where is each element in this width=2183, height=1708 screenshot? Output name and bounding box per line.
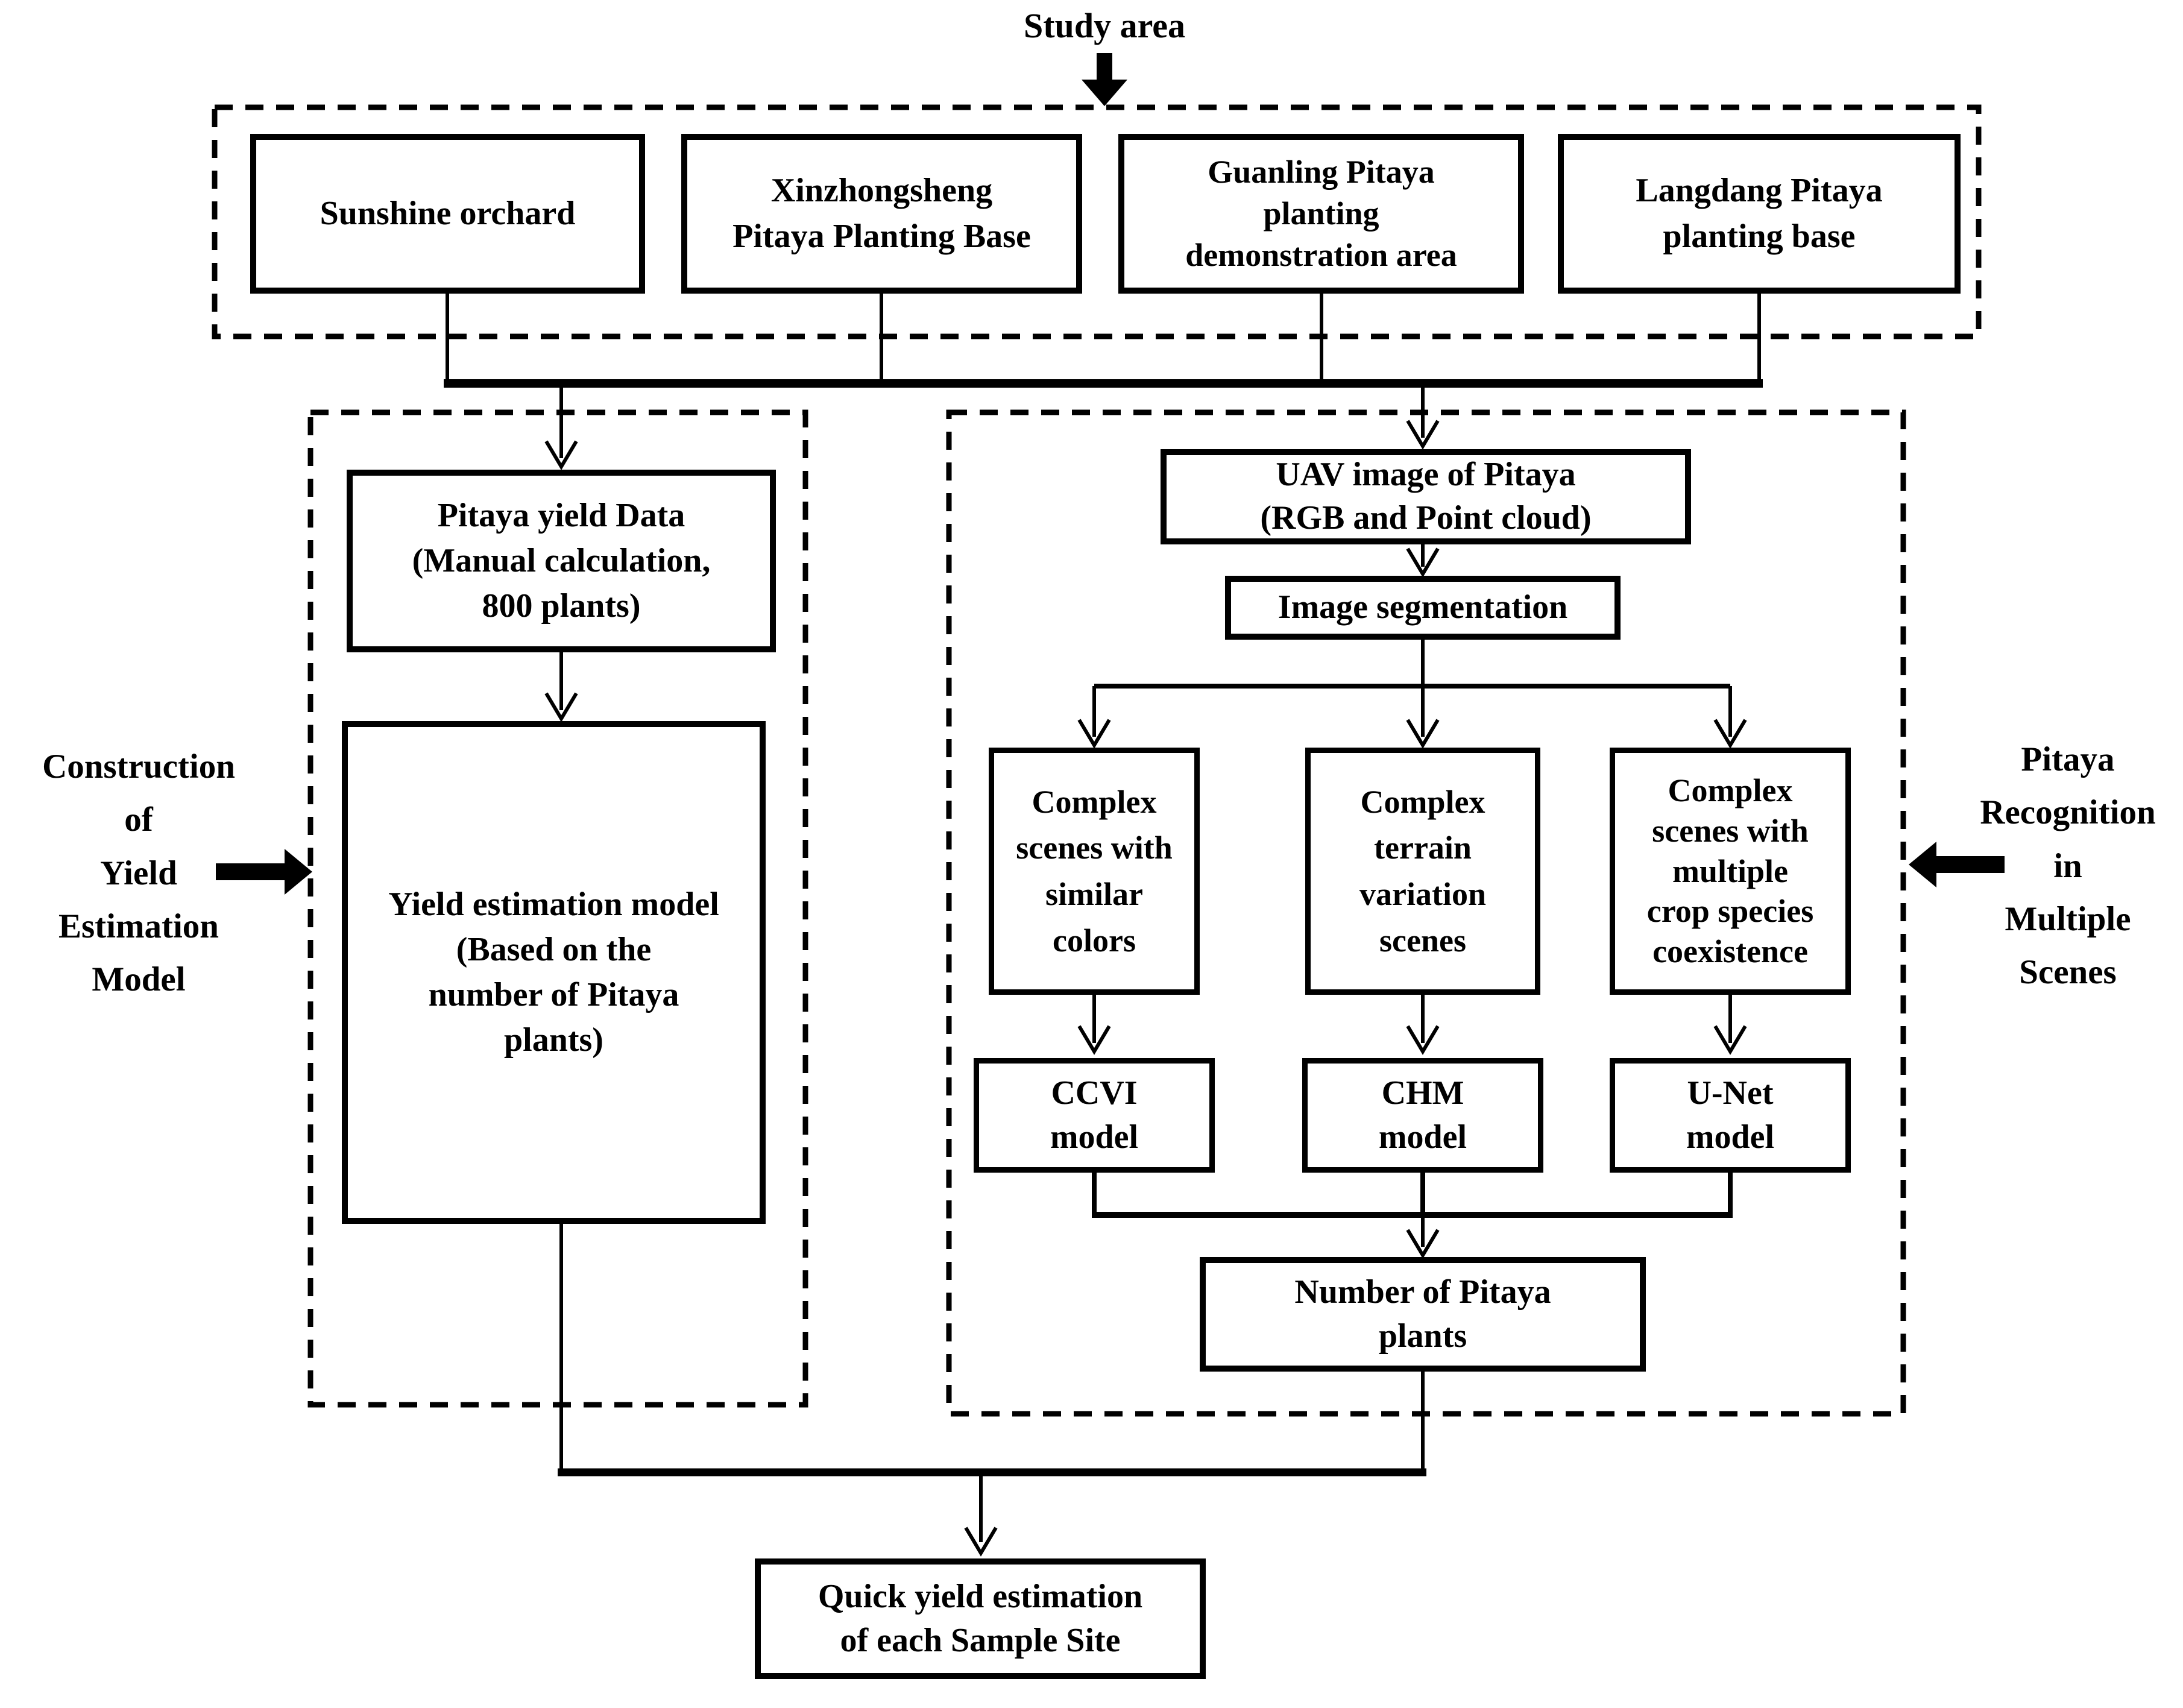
- yield-model-container: [307, 409, 808, 1408]
- study-area-box-sunshine-orchard: Sunshine orchard: [250, 134, 645, 294]
- recognition-container: [946, 409, 1906, 1417]
- right-side-label: Pitaya Recognition in Multiple Scenes: [1980, 740, 2156, 992]
- pitaya-yield-data-box: Pitaya yield Data (Manual calculation, 8…: [347, 470, 776, 652]
- model-collect-lines: [1092, 1173, 1733, 1218]
- study-area-box-guanling: Guanling Pitaya planting demonstration a…: [1118, 134, 1524, 294]
- number-of-plants-box: Number of Pitaya plants: [1200, 1257, 1646, 1372]
- chm-model-box: CHM model: [1302, 1058, 1543, 1173]
- study-area-down-arrow: [1082, 53, 1127, 106]
- left-branch-arrow: [544, 652, 578, 722]
- yield-estimation-model-box: Yield estimation model (Based on the num…: [342, 721, 766, 1224]
- left-label-arrow: [216, 849, 312, 895]
- branch-drop-arrows: [544, 388, 1440, 470]
- study-area-drop-lines: [446, 294, 1761, 383]
- study-area-container: [212, 104, 1982, 339]
- study-area-title: Study area: [1023, 6, 1186, 45]
- study-area-box-xinzhongsheng: Xinzhongsheng Pitaya Planting Base: [681, 134, 1082, 294]
- scene-box-multiple-crops: Complex scenes with multiple crop specie…: [1610, 748, 1851, 995]
- scene-to-model-arrows: [1077, 995, 1747, 1055]
- quick-yield-estimation-box: Quick yield estimation of each Sample Si…: [755, 1558, 1206, 1679]
- collect-to-count-arrow: [1406, 1215, 1440, 1259]
- uav-to-segmentation-arrow: [1406, 544, 1440, 578]
- unet-model-box: U-Net model: [1610, 1058, 1851, 1173]
- dashed-container-borders: [212, 104, 1982, 1417]
- block-arrows: [216, 53, 2005, 895]
- scene-branch-arrows: [1077, 686, 1747, 749]
- image-segmentation-box: Image segmentation: [1225, 576, 1621, 640]
- study-area-box-langdang: Langdang Pitaya planting base: [1558, 134, 1961, 294]
- uav-image-box: UAV image of Pitaya (RGB and Point cloud…: [1161, 449, 1691, 544]
- scene-box-similar-colors: Complex scenes with similar colors: [989, 748, 1200, 995]
- ccvi-model-box: CCVI model: [974, 1058, 1215, 1173]
- final-arrow: [964, 1472, 998, 1557]
- left-side-label: Construction of Yield Estimation Model: [42, 748, 235, 999]
- scene-box-terrain-variation: Complex terrain variation scenes: [1305, 748, 1540, 995]
- right-label-arrow: [1909, 842, 2005, 887]
